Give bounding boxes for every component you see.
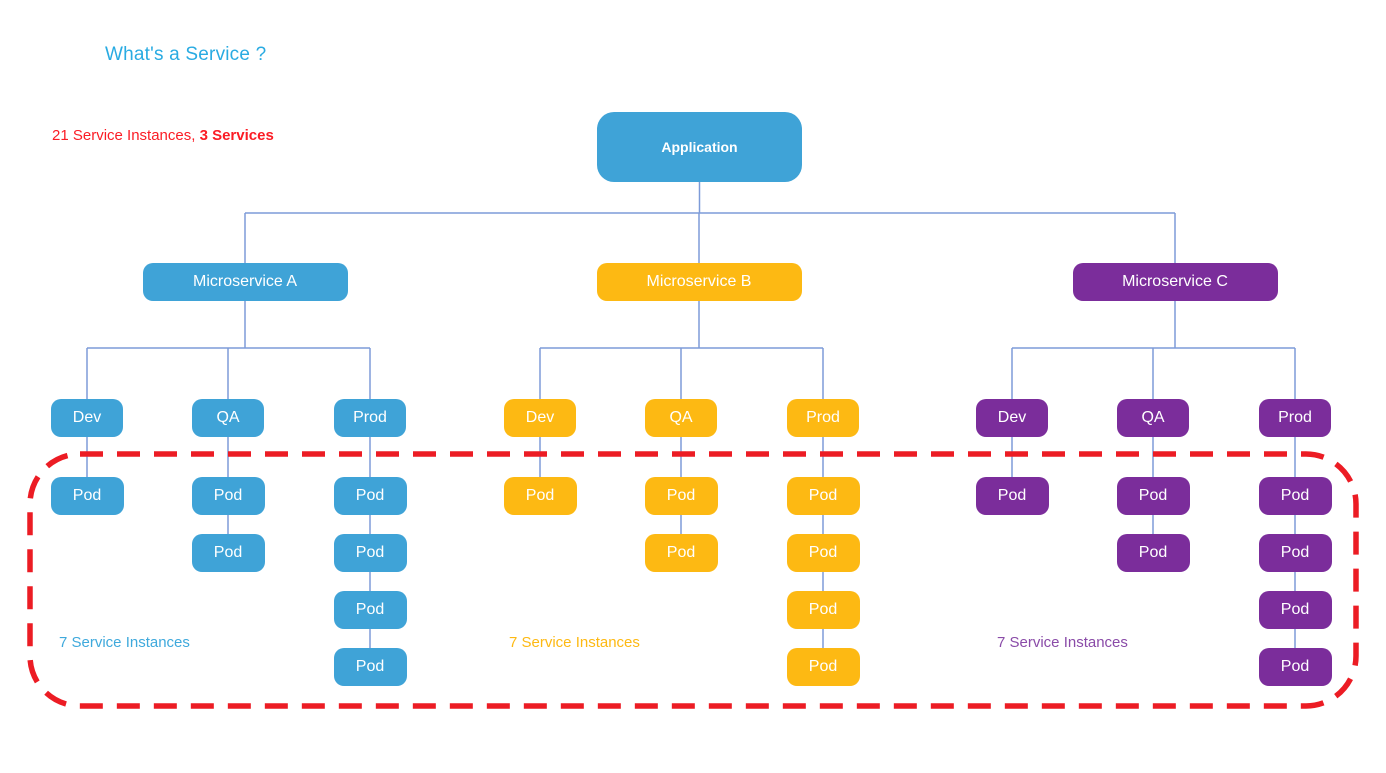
env-node-qa: QA xyxy=(192,399,264,437)
pod-node: Pod xyxy=(1116,534,1190,572)
pod-node: Pod xyxy=(975,477,1049,515)
microservice-node: Microservice C xyxy=(1072,263,1278,301)
pod-node: Pod xyxy=(1258,477,1332,515)
env-node-qa: QA xyxy=(1117,399,1189,437)
env-node-qa: QA xyxy=(645,399,717,437)
env-node-dev: Dev xyxy=(51,399,123,437)
pod-node: Pod xyxy=(786,534,860,572)
microservice-node: Microservice A xyxy=(142,263,348,301)
service-count-bold: 3 Services xyxy=(199,127,274,144)
pod-node: Pod xyxy=(333,477,407,515)
pod-node: Pod xyxy=(1258,648,1332,686)
pod-node: Pod xyxy=(786,648,860,686)
pod-node: Pod xyxy=(786,477,860,515)
instance-count-prefix: 21 Service Instances, xyxy=(52,127,200,144)
env-node-prod: Prod xyxy=(1259,399,1331,437)
env-node-dev: Dev xyxy=(504,399,576,437)
pod-node: Pod xyxy=(333,534,407,572)
pod-node: Pod xyxy=(191,477,265,515)
pod-node: Pod xyxy=(1258,591,1332,629)
page-title: What's a Service ? xyxy=(105,44,267,65)
pod-node: Pod xyxy=(503,477,577,515)
pod-node: Pod xyxy=(191,534,265,572)
pod-node: Pod xyxy=(644,534,718,572)
application-node: Application xyxy=(597,112,802,182)
pod-node: Pod xyxy=(644,477,718,515)
pod-node: Pod xyxy=(786,591,860,629)
pod-node: Pod xyxy=(1116,477,1190,515)
instance-count-text: 21 Service Instances, 3 Services xyxy=(52,127,274,144)
microservice-node: Microservice B xyxy=(596,263,802,301)
pod-node: Pod xyxy=(1258,534,1332,572)
red-dashed-boundary xyxy=(27,451,1359,709)
env-node-dev: Dev xyxy=(976,399,1048,437)
env-node-prod: Prod xyxy=(787,399,859,437)
service-instances-label: 7 Service Instances xyxy=(509,634,640,651)
service-instances-label: 7 Service Instances xyxy=(997,634,1128,651)
pod-node: Pod xyxy=(333,591,407,629)
pod-node: Pod xyxy=(50,477,124,515)
service-instances-label: 7 Service Instances xyxy=(59,634,190,651)
pod-node: Pod xyxy=(333,648,407,686)
env-node-prod: Prod xyxy=(334,399,406,437)
